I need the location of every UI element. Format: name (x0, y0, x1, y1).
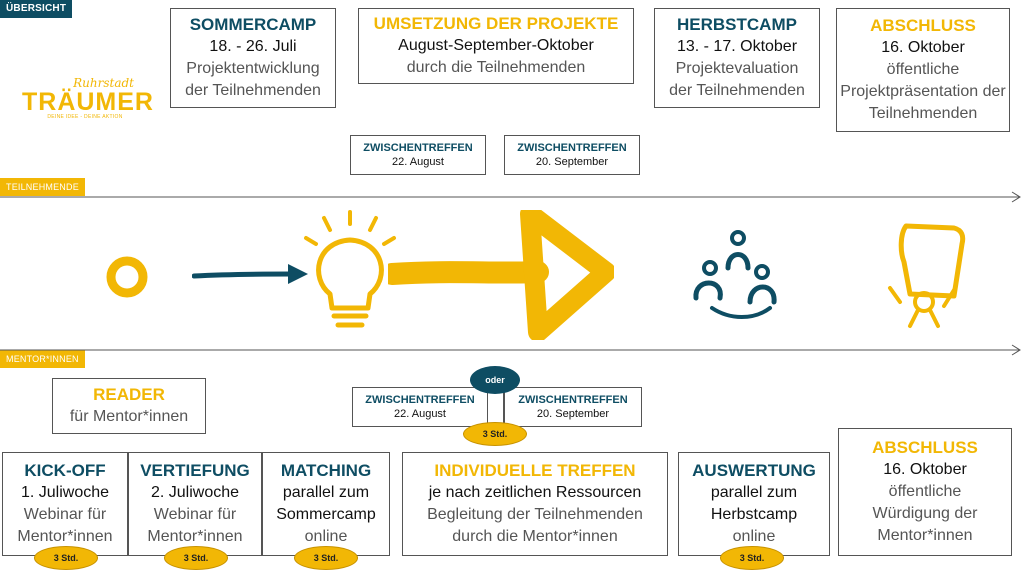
box-title: VERTIEFUNG (140, 461, 250, 480)
box-date: parallel zum Sommercamp (276, 484, 376, 523)
arrow-icon (192, 264, 308, 284)
box-date: 2. Juliwoche (150, 484, 240, 501)
hours-badge: 3 Std. (164, 546, 228, 570)
abschluss-bottom-box: ABSCHLUSS 16. Oktober öffentliche Würdig… (838, 428, 1012, 556)
box-title: UMSETZUNG DER PROJEKTE (373, 14, 619, 33)
box-date: 13. - 17. Oktober (676, 38, 798, 55)
mentors-timeline-arrow (0, 344, 1021, 356)
meeting-box-september: ZWISCHENTREFFEN 20. September (504, 135, 640, 175)
logo-top-text: Ruhrstadt (73, 76, 134, 90)
meeting-date: 20. September (535, 156, 609, 168)
hours-badge: 3 Std. (34, 546, 98, 570)
box-title: HERBSTCAMP (677, 15, 797, 34)
box-title: MATCHING (280, 461, 372, 480)
mentors-tag: MENTOR*INNEN (0, 350, 85, 368)
overview-tag: ÜBERSICHT (0, 0, 73, 18)
umsetzung-box: UMSETZUNG DER PROJEKTE August-September-… (358, 8, 634, 84)
box-title: AUSWERTUNG (692, 461, 816, 480)
box-desc: öffentliche Projektpräsentation der Teil… (840, 61, 1006, 122)
box-title: INDIVIDUELLE TREFFEN (434, 461, 636, 480)
box-title: ABSCHLUSS (870, 16, 976, 35)
box-desc: durch die Teilnehmenden (406, 59, 586, 76)
meeting-box-august: ZWISCHENTREFFEN 22. August (350, 135, 486, 175)
kickoff-box: KICK-OFF 1. Juliwoche Webinar für Mentor… (2, 452, 128, 556)
box-desc: für Mentor*innen (69, 408, 189, 425)
box-title: ABSCHLUSS (872, 438, 978, 457)
participants-tag: TEILNEHMENDE (0, 178, 85, 196)
box-date: 16. Oktober (883, 461, 967, 478)
box-desc: online (304, 528, 348, 545)
group-icon (693, 230, 777, 319)
box-date: August-September-Oktober (398, 37, 594, 54)
matching-box: MATCHING parallel zum Sommercamp online (262, 452, 390, 556)
box-title: READER (93, 385, 165, 404)
box-date: 18. - 26. Juli (209, 38, 297, 55)
box-date: je nach zeitlichen Ressourcen (428, 484, 642, 501)
hours-badge: 3 Std. (720, 546, 784, 570)
meeting-date: 20. September (536, 408, 610, 420)
box-date: parallel zum Herbstcamp (710, 484, 798, 523)
meeting-date: 22. August (392, 156, 444, 168)
herbstcamp-box: HERBSTCAMP 13. - 17. Oktober Projekteval… (654, 8, 820, 108)
box-desc: Begleitung der Teilnehmenden durch die M… (427, 506, 643, 545)
circle-icon (106, 256, 148, 298)
meeting-title: ZWISCHENTREFFEN (517, 142, 627, 154)
auswertung-box: AUSWERTUNG parallel zum Herbstcamp onlin… (678, 452, 830, 556)
box-date: 1. Juliwoche (20, 484, 110, 501)
mentor-meeting-august: ZWISCHENTREFFEN 22. August (352, 387, 488, 427)
box-desc: Webinar für Mentor*innen (147, 506, 243, 545)
logo-sub-text: DEINE IDEE - DEINE AKTION (47, 114, 123, 120)
box-date: 16. Oktober (881, 39, 965, 56)
box-title: KICK-OFF (24, 461, 106, 480)
meeting-title: ZWISCHENTREFFEN (518, 394, 628, 406)
vertiefung-box: VERTIEFUNG 2. Juliwoche Webinar für Ment… (128, 452, 262, 556)
box-desc: Webinar für Mentor*innen (17, 506, 113, 545)
box-desc: online (732, 528, 776, 545)
box-title: SOMMERCAMP (189, 15, 317, 34)
logo-main-text: TRÄUMER (22, 88, 154, 116)
meeting-connector (487, 392, 504, 426)
meeting-date: 22. August (394, 408, 446, 420)
individuelle-treffen-box: INDIVIDUELLE TREFFEN je nach zeitlichen … (402, 452, 668, 556)
hours-badge: 3 Std. (463, 422, 527, 446)
meeting-title: ZWISCHENTREFFEN (365, 394, 475, 406)
participants-timeline-arrow (0, 191, 1021, 203)
abschluss-top-box: ABSCHLUSS 16. Oktober öffentliche Projek… (836, 8, 1010, 132)
box-desc: Projektentwicklung der Teilnehmenden (185, 60, 321, 99)
sommercamp-box: SOMMERCAMP 18. - 26. Juli Projektentwick… (170, 8, 336, 108)
big-arrow-icon (388, 210, 614, 340)
reader-box: READER für Mentor*innen (52, 378, 206, 434)
box-desc: öffentliche Würdigung der Mentor*innen (872, 483, 978, 544)
meeting-title: ZWISCHENTREFFEN (363, 142, 473, 154)
hours-badge: 3 Std. (294, 546, 358, 570)
logo: Ruhrstadt TRÄUMER DEINE IDEE - DEINE AKT… (22, 76, 154, 120)
certificate-icon (888, 223, 966, 328)
lightbulb-icon (304, 210, 396, 328)
box-desc: Projektevaluation der Teilnehmenden (669, 60, 805, 99)
oder-badge: oder (470, 366, 520, 394)
mentor-meeting-september: ZWISCHENTREFFEN 20. September (504, 387, 642, 427)
